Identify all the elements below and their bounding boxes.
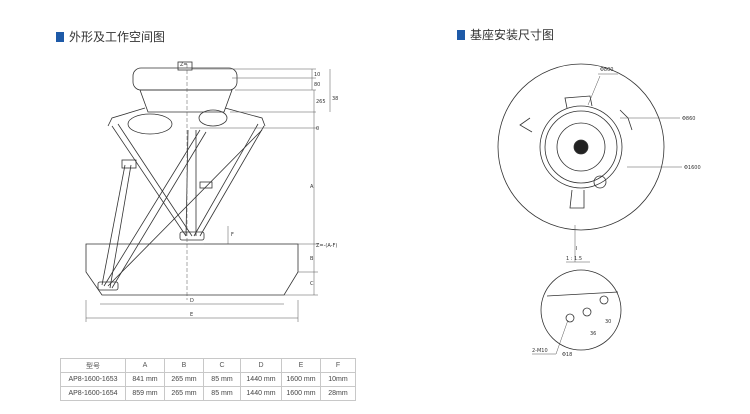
table-cell: 1440 mm bbox=[240, 372, 282, 387]
forearm-rod bbox=[109, 164, 132, 289]
d18-label: Φ18 bbox=[562, 352, 572, 358]
table-cell: 265 mm bbox=[164, 386, 204, 401]
detail-mark-label: I bbox=[576, 246, 577, 252]
left-section-title: 外形及工作空间图 bbox=[56, 28, 165, 45]
outer-circle-1600 bbox=[497, 63, 665, 231]
forearm-rod bbox=[111, 131, 207, 289]
header-d: D bbox=[240, 358, 282, 373]
detail-hole bbox=[582, 307, 592, 317]
center-hub bbox=[573, 139, 589, 155]
table-cell: 1600 mm bbox=[281, 386, 321, 401]
forearm-rod bbox=[111, 125, 187, 237]
inner-ring bbox=[556, 122, 606, 172]
upper-arm-joint-left bbox=[127, 113, 173, 135]
dim-d-label: D bbox=[190, 298, 194, 304]
table-row: AP8-1600-1654 859 mm 265 mm 85 mm 1440 m… bbox=[60, 386, 356, 401]
forearm-rod bbox=[103, 129, 201, 287]
table-cell: 28mm bbox=[320, 386, 356, 401]
detail-circle bbox=[540, 269, 622, 351]
forearm-rod bbox=[185, 129, 189, 237]
d860-label: Φ860 bbox=[682, 116, 695, 122]
base-body bbox=[139, 89, 233, 113]
upper-arm-joint-center bbox=[198, 109, 228, 127]
table-cell: 85 mm bbox=[203, 372, 241, 387]
m10-label: 2-M10 bbox=[532, 348, 548, 354]
forearm-rod bbox=[101, 164, 126, 286]
leader-line bbox=[587, 75, 601, 106]
header-f: F bbox=[320, 358, 356, 373]
mount-hole bbox=[593, 175, 607, 189]
zx-label: Z=-(A-F) bbox=[316, 243, 337, 249]
leader-line bbox=[555, 319, 569, 355]
table-cell: 10mm bbox=[320, 372, 356, 387]
end-platform-extended bbox=[97, 281, 119, 291]
motor-mount-left bbox=[519, 117, 533, 133]
forearm-rod bbox=[193, 123, 259, 237]
detail-hole bbox=[565, 313, 575, 323]
forearm-rod bbox=[107, 129, 263, 287]
right-title-text: 基座安装尺寸图 bbox=[470, 28, 555, 42]
header-a: A bbox=[125, 358, 165, 373]
title-marker-icon bbox=[56, 31, 64, 42]
table-header-row: 型号 A B C D E F bbox=[60, 358, 356, 373]
table-cell: 85 mm bbox=[203, 386, 241, 401]
top-cap bbox=[177, 61, 193, 71]
dim-side: 265 bbox=[316, 99, 326, 105]
header-e: E bbox=[281, 358, 321, 373]
dim-b-label: B bbox=[310, 256, 314, 262]
table-cell: 265 mm bbox=[164, 372, 204, 387]
table-row: AP8-1600-1653 841 mm 265 mm 85 mm 1440 m… bbox=[60, 372, 356, 387]
zero-label: 0 bbox=[316, 126, 319, 132]
dim-e-label: E bbox=[190, 312, 193, 318]
motor-mount-right bbox=[619, 109, 633, 131]
dim-f-label: F bbox=[231, 232, 234, 238]
detail-edge bbox=[546, 291, 619, 297]
circle-800 bbox=[544, 110, 618, 184]
scale-label: 1 : 1.5 bbox=[566, 256, 582, 262]
dim-right: 38 bbox=[332, 96, 338, 102]
elbow-joint bbox=[121, 159, 137, 169]
table-cell: 859 mm bbox=[125, 386, 165, 401]
header-c: C bbox=[203, 358, 241, 373]
right-section-title: 基座安装尺寸图 bbox=[457, 26, 554, 43]
mid-joint bbox=[199, 181, 213, 189]
header-b: B bbox=[164, 358, 204, 373]
mount-leg bbox=[569, 189, 585, 209]
dim-top1: 10 bbox=[314, 72, 320, 78]
d30-label: 30 bbox=[605, 319, 611, 325]
dim-top2: 80 bbox=[314, 82, 320, 88]
table-cell: 1440 mm bbox=[240, 386, 282, 401]
spec-table: 型号 A B C D E F AP8-1600-1653 841 mm 265 … bbox=[60, 358, 356, 401]
forearm-rod bbox=[199, 125, 265, 237]
table-cell: AP8-1600-1654 bbox=[60, 386, 126, 401]
motor-mount-top bbox=[564, 95, 593, 109]
circle-860 bbox=[539, 105, 623, 189]
left-title-text: 外形及工作空间图 bbox=[69, 30, 166, 44]
dim-a-label: A bbox=[310, 184, 314, 190]
d36-label: 36 bbox=[590, 331, 596, 337]
table-cell: 1600 mm bbox=[281, 372, 321, 387]
header-model: 型号 bbox=[60, 358, 126, 373]
table-cell: 841 mm bbox=[125, 372, 165, 387]
detail-hole bbox=[599, 295, 609, 305]
forearm-rod bbox=[117, 123, 193, 237]
dim-c-label: C bbox=[310, 281, 314, 287]
d800-label: Φ800 bbox=[600, 67, 613, 73]
z-top-label: Z= bbox=[180, 62, 188, 68]
end-platform bbox=[179, 231, 205, 241]
title-marker-icon bbox=[457, 29, 465, 40]
d1600-label: Φ1600 bbox=[684, 165, 701, 171]
upper-arm-right bbox=[224, 107, 266, 127]
upper-arm-left bbox=[107, 107, 146, 127]
table-cell: AP8-1600-1653 bbox=[60, 372, 126, 387]
